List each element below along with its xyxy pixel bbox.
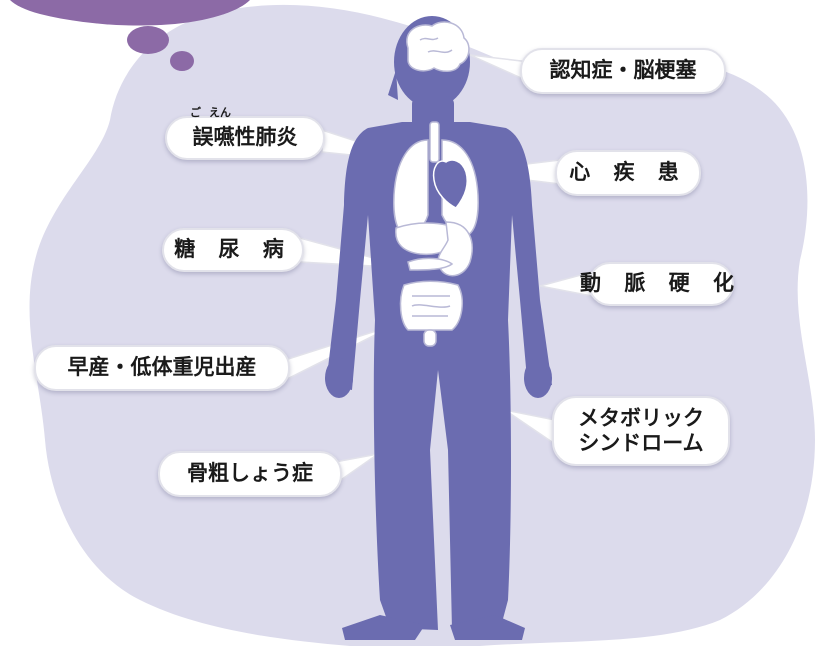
- thought-bubble-dot-small: [170, 51, 194, 71]
- label-metabolic-syndrome: メタボリック シンドローム: [552, 396, 730, 466]
- appendix: [423, 329, 437, 347]
- trachea: [429, 121, 440, 163]
- label-dementia: 認知症・脳梗塞: [520, 48, 726, 94]
- organs: [393, 21, 479, 347]
- thought-bubble-dot-large: [127, 26, 169, 54]
- label-metabolic-line1: メタボリック: [578, 405, 704, 430]
- brain: [406, 21, 470, 72]
- label-pneumonia: 誤嚥性肺炎: [165, 116, 325, 160]
- label-heart-disease: 心 疾 患: [555, 150, 701, 196]
- thought-bubble: [10, 0, 250, 26]
- label-diabetes: 糖 尿 病: [162, 228, 304, 272]
- heart: [432, 159, 468, 209]
- ruby-go: ご: [190, 106, 201, 119]
- label-metabolic-line2: シンドローム: [578, 431, 704, 455]
- label-preterm-birth: 早産・低体重児出産: [34, 345, 290, 391]
- label-arteriosclerosis: 動 脈 硬 化: [580, 262, 734, 306]
- pancreas: [407, 257, 454, 271]
- label-pneumonia-text: 誤嚥性肺炎: [192, 125, 298, 150]
- ruby-en: えん: [209, 106, 231, 119]
- label-osteoporosis: 骨粗しょう症: [158, 451, 342, 497]
